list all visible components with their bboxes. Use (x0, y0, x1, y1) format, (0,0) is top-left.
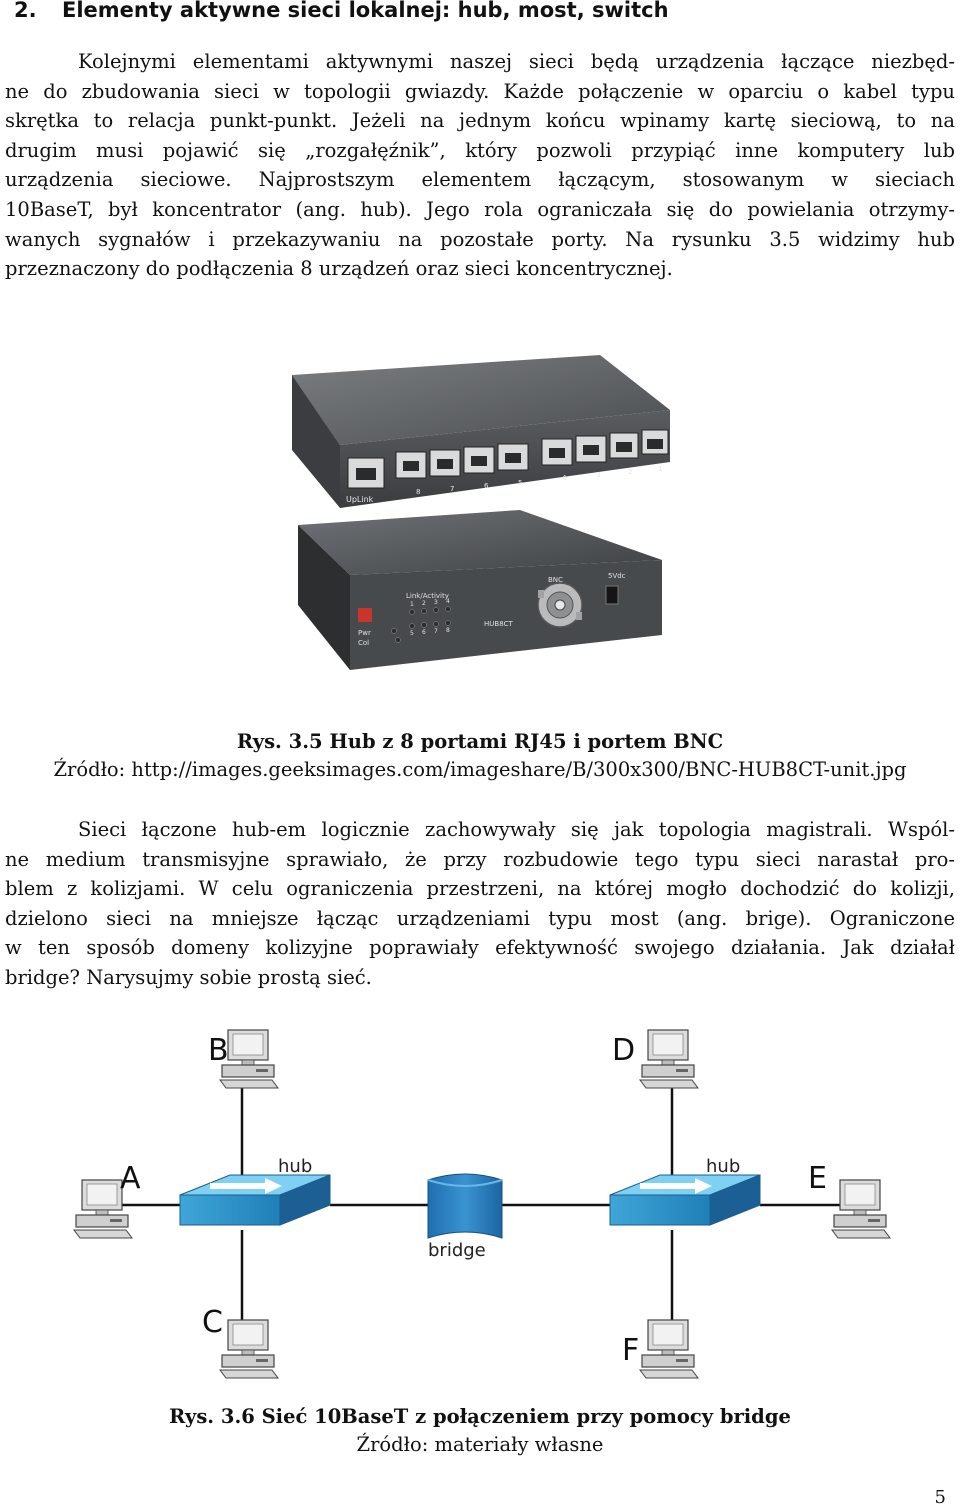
power-label: 5Vdc (608, 572, 626, 580)
node-label-f: F (622, 1333, 639, 1368)
node-label-e: E (808, 1161, 827, 1196)
paragraph-line: ne do zbudowania sieci w topologii gwiaz… (5, 79, 955, 103)
figure1-caption: Rys. 3.5 Hub z 8 portami RJ45 i portem B… (236, 730, 724, 753)
hub-device-front: UpLink 8 7 6 5 4 3 2 1 (292, 355, 670, 508)
paragraph-line: przeznaczony do podłączenia 8 urządzeń o… (5, 257, 673, 281)
led-number: 7 (434, 628, 438, 635)
model-label: HUB8CT (484, 620, 514, 628)
paragraph-line: Kolejnymi elementami aktywnymi naszej si… (78, 50, 955, 73)
figure2-caption: Rys. 3.6 Sieć 10BaseT z połączeniem przy… (169, 1405, 791, 1428)
led-number: 4 (446, 598, 450, 605)
paragraph-line: w ten sposób domeny kolizyjne poprawiały… (5, 936, 955, 960)
computer-icon (639, 1029, 699, 1089)
hub-icon (609, 1174, 761, 1226)
bridge-label: bridge (428, 1240, 486, 1261)
hub-photo: UpLink 8 7 6 5 4 3 2 1 Link/Activity 1 2… (270, 350, 690, 720)
node-label-d: D (612, 1033, 635, 1068)
col-label: Col (358, 639, 369, 647)
port-label: 2 (628, 468, 632, 476)
paragraph-line: Sieci łączone hub-em logicznie zachowywa… (78, 818, 955, 841)
port-label: 4 (562, 474, 567, 482)
node-label-a: A (120, 1161, 141, 1196)
led-number: 3 (434, 599, 438, 606)
led-number: 2 (422, 600, 426, 607)
paragraph-bridge: Sieci łączone hub-em logicznie zachowywa… (5, 815, 955, 993)
hub-label: hub (278, 1156, 312, 1177)
paragraph-line: wanych sygnałów i przekazywaniu na pozos… (5, 227, 955, 251)
computer-icon (639, 1319, 699, 1379)
paragraph-line: 10BaseT, był koncentrator (ang. hub). Je… (5, 197, 955, 221)
port-label: 7 (450, 485, 454, 493)
paragraph-line: urządzenia sieciowe. Najprostszym elemen… (5, 168, 955, 192)
led-number: 6 (422, 629, 426, 636)
hub-label: hub (706, 1156, 740, 1177)
pwr-label: Pwr (358, 629, 371, 637)
led-number: 8 (446, 627, 450, 634)
computer-icon (831, 1179, 891, 1239)
port-label: 6 (484, 482, 489, 490)
page-number: 5 (934, 1487, 946, 1508)
node-label-b: B (208, 1033, 229, 1068)
paragraph-line: drugim musi pojawić się „rozgałęźnik”, k… (5, 138, 955, 162)
hub-icon (179, 1174, 331, 1226)
section-heading: 2. Elementy aktywne sieci lokalnej: hub, … (14, 0, 669, 22)
section-number: 2. (14, 0, 37, 22)
computer-icon (219, 1319, 279, 1379)
port-label: 8 (416, 488, 420, 496)
paragraph-intro: Kolejnymi elementami aktywnymi naszej si… (5, 47, 955, 284)
link-activity-label: Link/Activity (406, 592, 449, 600)
node-label-c: C (202, 1305, 223, 1340)
figure2-source: Źródło: materiały własne (356, 1433, 604, 1456)
paragraph-line: blem z kolizjami. W celu ograniczenia pr… (5, 877, 955, 901)
figure1-source: Źródło: http://images.geeksimages.com/im… (53, 758, 907, 781)
paragraph-line: ne medium transmisyjne sprawiało, że prz… (5, 847, 955, 871)
port-label: 5 (518, 479, 522, 487)
power-jack (605, 585, 619, 605)
network-diagram: B A C D E F hub bridge hub (60, 1020, 920, 1400)
led-number: 5 (410, 630, 414, 637)
paragraph-line: bridge? Narysujmy sobie prostą sieć. (5, 965, 372, 989)
bridge-icon (427, 1173, 503, 1239)
computer-icon (219, 1029, 279, 1089)
port-label: 1 (658, 465, 662, 473)
bnc-label: BNC (548, 576, 563, 584)
port-label: 3 (596, 471, 600, 479)
bnc-connector (537, 582, 583, 628)
hub-device-back: Link/Activity 1 2 3 4 5 6 7 8 Pwr Col HU… (298, 510, 662, 670)
paragraph-line: dzielono sieci na mniejsze łącząc urządz… (5, 906, 955, 930)
led-number: 1 (410, 601, 414, 608)
paragraph-line: skrętka to relacja punkt-punkt. Jeżeli n… (5, 109, 955, 133)
section-title: Elementy aktywne sieci lokalnej: hub, mo… (62, 0, 669, 22)
uplink-label: UpLink (346, 495, 374, 504)
